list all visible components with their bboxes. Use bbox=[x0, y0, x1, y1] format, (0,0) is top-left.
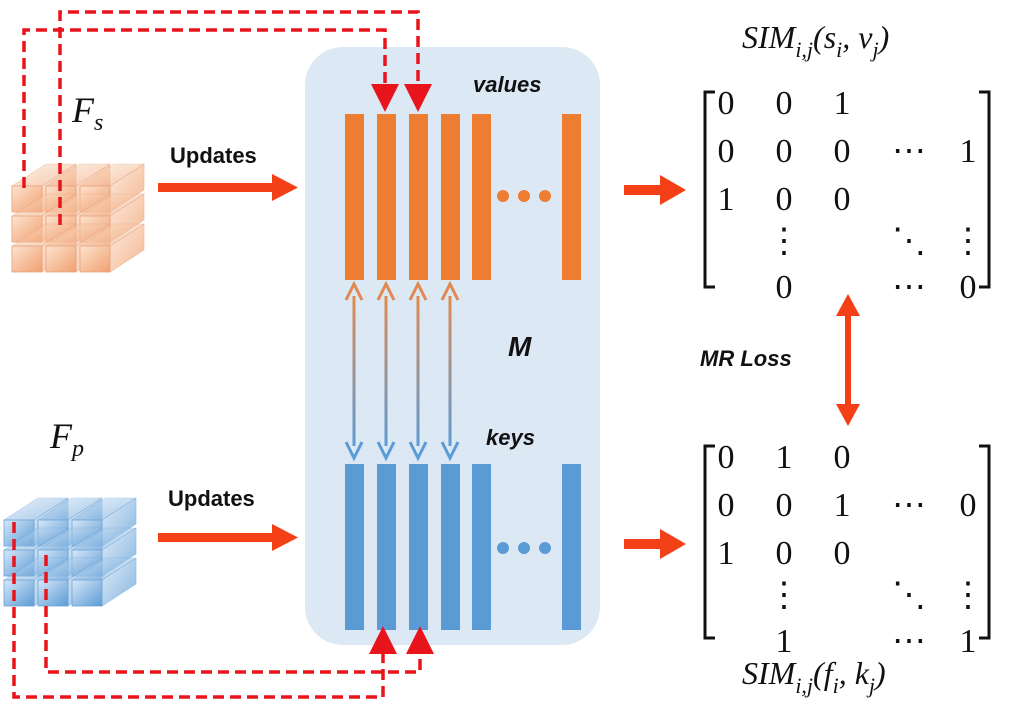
matrix-entry: 1 bbox=[776, 623, 793, 660]
bracket-right bbox=[979, 444, 991, 640]
output-arrow-top bbox=[624, 175, 686, 205]
key-slot bbox=[472, 464, 491, 630]
matrix-entry: 0 bbox=[776, 181, 793, 218]
key-slot bbox=[409, 464, 428, 630]
key-slot bbox=[441, 464, 460, 630]
keys-label: keys bbox=[486, 425, 535, 450]
dashed-path bbox=[44, 555, 434, 674]
matrix-entry: 1 bbox=[834, 487, 851, 524]
fs-label: Fs bbox=[71, 90, 103, 136]
ellipsis-dot bbox=[539, 542, 551, 554]
key-slot bbox=[345, 464, 364, 630]
output-arrow-bottom bbox=[624, 529, 686, 559]
matrix-entry: 0 bbox=[960, 487, 977, 524]
bracket-left bbox=[703, 90, 715, 289]
matrix-entry: 0 bbox=[776, 269, 793, 306]
bracket-right bbox=[979, 90, 991, 289]
key-value-arrow bbox=[376, 280, 396, 462]
updates-arrow-bottom bbox=[158, 524, 298, 551]
bracket-left bbox=[703, 444, 715, 640]
value-slot bbox=[441, 114, 460, 280]
ellipsis-dot bbox=[539, 190, 551, 202]
matrix-entry: ⋯ bbox=[892, 487, 926, 524]
matrix-entry: ⋯ bbox=[892, 133, 926, 170]
sim-bottom-matrix: 0 1 0 0 0 1 ⋯ 0 1 0 0 ⋮ ⋱ ⋮ 1 ⋯ 1 bbox=[703, 439, 991, 660]
matrix-entry: 0 bbox=[718, 133, 735, 170]
matrix-entry: 1 bbox=[960, 133, 977, 170]
matrix-entry: ⋱ bbox=[892, 577, 926, 614]
matrix-entry: ⋯ bbox=[892, 269, 926, 306]
ellipsis-dot bbox=[497, 542, 509, 554]
fs-feature-cube bbox=[10, 163, 146, 273]
values-label: values bbox=[473, 72, 542, 97]
value-slot bbox=[409, 114, 428, 280]
dashed-path bbox=[12, 522, 397, 699]
dashed-path bbox=[58, 10, 432, 225]
matrix-entry: 0 bbox=[776, 535, 793, 572]
value-slot bbox=[345, 114, 364, 280]
key-slots bbox=[345, 464, 581, 630]
matrix-entry: 1 bbox=[718, 535, 735, 572]
mr-loss-arrow bbox=[836, 294, 860, 426]
value-slots bbox=[345, 114, 581, 280]
dashed-update-paths bbox=[12, 10, 434, 699]
ellipsis-dot bbox=[497, 190, 509, 202]
key-slot bbox=[562, 464, 581, 630]
updates-label-top: Updates bbox=[170, 143, 257, 168]
key-value-arrow bbox=[344, 280, 364, 462]
matrix-entry: 0 bbox=[960, 269, 977, 306]
fp-feature-cube bbox=[2, 497, 138, 607]
updates-arrow-top bbox=[158, 174, 298, 201]
key-value-links bbox=[344, 280, 460, 462]
matrix-entry: 0 bbox=[776, 487, 793, 524]
memory-m-label: M bbox=[508, 331, 532, 362]
matrix-entry: ⋮ bbox=[951, 577, 985, 614]
sim-top-title: SIMi,j(si, vj) bbox=[742, 19, 889, 62]
key-value-arrow bbox=[440, 280, 460, 462]
matrix-entry: 1 bbox=[776, 439, 793, 476]
key-value-arrow bbox=[408, 280, 428, 462]
matrix-entry: 1 bbox=[960, 623, 977, 660]
matrix-entry: ⋮ bbox=[767, 577, 801, 614]
fp-label: Fp bbox=[49, 416, 84, 462]
matrix-entry: 0 bbox=[834, 181, 851, 218]
matrix-entry: ⋯ bbox=[892, 623, 926, 660]
matrix-entry: ⋱ bbox=[892, 223, 926, 260]
feature-cell bbox=[78, 223, 146, 273]
matrix-entry: ⋮ bbox=[951, 223, 985, 260]
key-slot bbox=[377, 464, 396, 630]
ellipsis-dot bbox=[518, 542, 530, 554]
matrix-entry: 1 bbox=[834, 85, 851, 122]
matrix-entry: ⋮ bbox=[767, 223, 801, 260]
matrix-entry: 0 bbox=[776, 133, 793, 170]
value-slot bbox=[562, 114, 581, 280]
matrix-entry: 1 bbox=[718, 181, 735, 218]
updates-label-bottom: Updates bbox=[168, 486, 255, 511]
matrix-entry: 0 bbox=[718, 439, 735, 476]
dashed-path bbox=[22, 28, 399, 188]
sim-top-matrix: 0 0 1 0 0 0 ⋯ 1 1 0 0 ⋮ ⋱ ⋮ 0 ⋯ 0 bbox=[703, 85, 991, 306]
matrix-entry: 0 bbox=[834, 535, 851, 572]
value-slot bbox=[472, 114, 491, 280]
matrix-entry: 0 bbox=[718, 85, 735, 122]
sim-bottom-title: SIMi,j(fi, kj) bbox=[742, 655, 886, 698]
matrix-entry: 0 bbox=[834, 439, 851, 476]
feature-cell bbox=[70, 557, 138, 607]
matrix-entry: 0 bbox=[776, 85, 793, 122]
value-slot bbox=[377, 114, 396, 280]
matrix-entry: 0 bbox=[834, 133, 851, 170]
mr-loss-label: MR Loss bbox=[700, 346, 792, 371]
ellipsis-dot bbox=[518, 190, 530, 202]
matrix-entry: 0 bbox=[718, 487, 735, 524]
